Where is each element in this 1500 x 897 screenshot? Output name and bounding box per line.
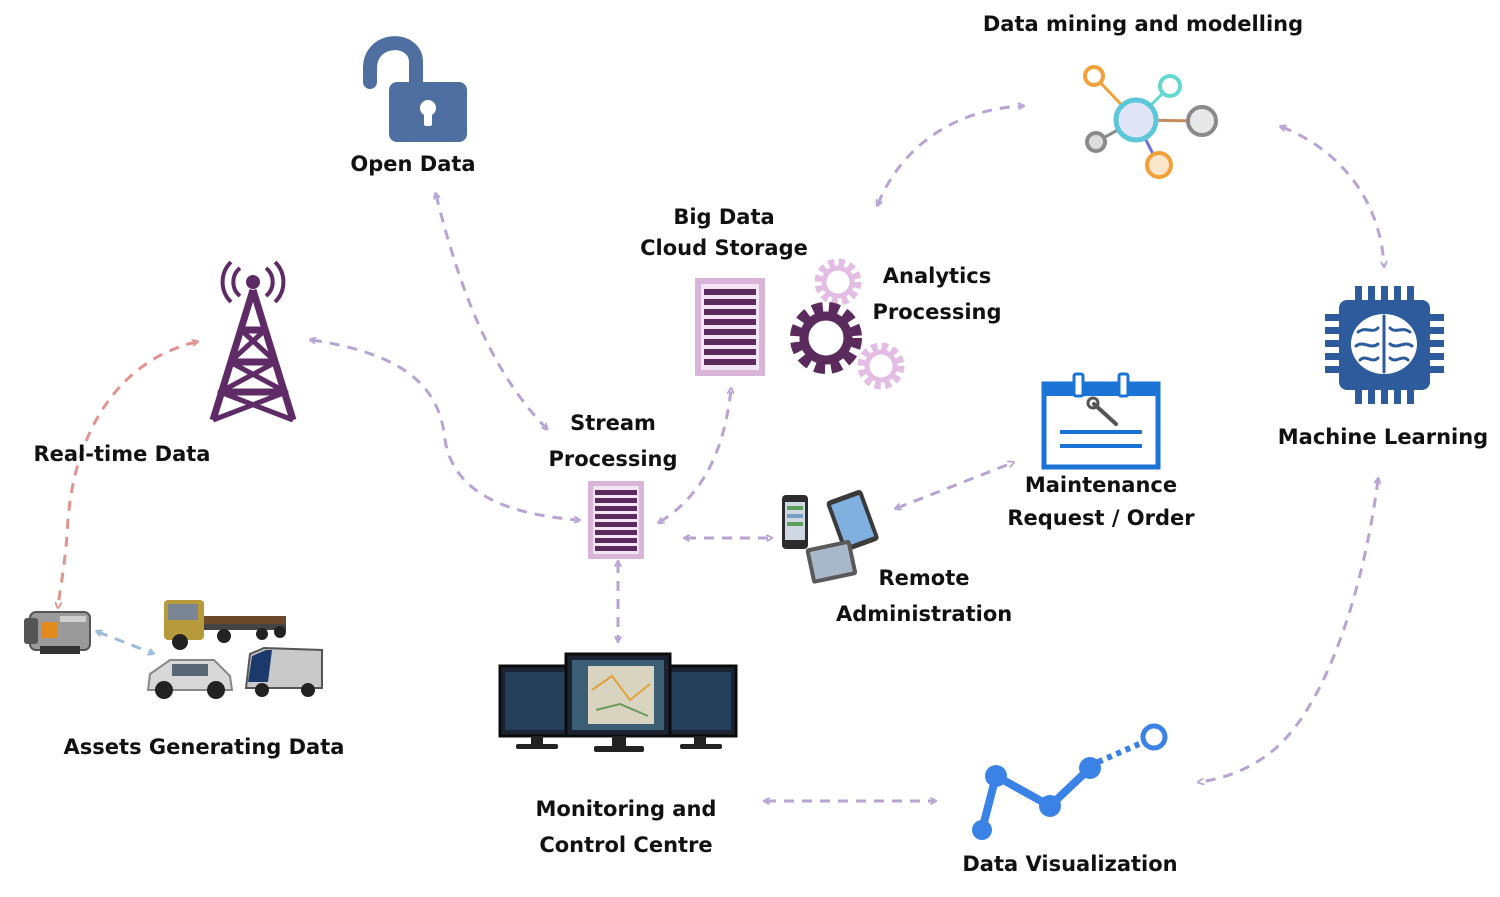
big-data-label: Big Data Cloud Storage [636,202,812,264]
data-mining-text: Data mining and modelling [982,12,1304,36]
unlocked-padlock-icon [363,36,467,142]
connector-opendata-stream [436,195,546,428]
stream-label: Stream Processing [540,405,686,477]
connector-stream-bigdata [660,390,731,522]
remote-line1: Remote [878,566,970,590]
monitoring-label: Monitoring and Control Centre [526,791,726,863]
big-data-line2: Cloud Storage [640,236,808,260]
sensor-icon [24,611,91,654]
vehicles-icon [146,600,323,699]
machine-learning-label: Machine Learning [1272,422,1494,453]
assets-text: Assets Generating Data [63,735,345,759]
monitoring-line1: Monitoring and [535,797,717,821]
maintenance-clipboard-icon [1041,372,1161,470]
line-chart-icon [972,723,1168,840]
radio-tower-icon [209,260,297,423]
assets-label: Assets Generating Data [62,732,346,763]
open-data-text: Open Data [350,152,476,176]
machine-learning-text: Machine Learning [1277,425,1489,449]
stream-line1: Stream [570,411,656,435]
mobile-devices-icon [782,489,879,584]
remote-admin-label: Remote Administration [836,560,1012,632]
server-icon [695,278,765,376]
data-viz-label: Data Visualization [952,849,1188,880]
connector-analytics-mining [878,106,1022,204]
data-mining-label: Data mining and modelling [970,9,1316,40]
realtime-label: Real-time Data [22,439,222,470]
maintenance-line2: Request / Order [1007,506,1195,530]
connector-sensor-vehicles [98,632,152,653]
data-viz-text: Data Visualization [962,852,1178,876]
stream-server-icon [588,481,644,559]
brain-chip-icon [1325,286,1444,404]
connector-remote-maintenance [897,463,1012,508]
maintenance-label: Maintenance Request / Order [994,469,1208,535]
connector-mining-ml [1282,127,1384,265]
remote-line2: Administration [836,602,1013,626]
realtime-text: Real-time Data [33,442,211,466]
network-nodes-icon [1083,65,1218,179]
big-data-line1: Big Data [673,205,775,229]
monitoring-line2: Control Centre [539,833,713,857]
analytics-line1: Analytics [882,264,992,288]
connector-tower-stream [312,340,578,520]
stream-line2: Processing [548,447,678,471]
maintenance-line1: Maintenance [1024,473,1178,497]
connector-ml-viz [1200,480,1378,782]
monitor-wall-icon [498,652,738,752]
analytics-label: Analytics Processing [862,258,1012,330]
analytics-line2: Processing [872,300,1002,324]
open-data-label: Open Data [330,149,496,180]
connector-realtime-tower-sensor [58,342,196,606]
gears-icon [790,258,905,390]
